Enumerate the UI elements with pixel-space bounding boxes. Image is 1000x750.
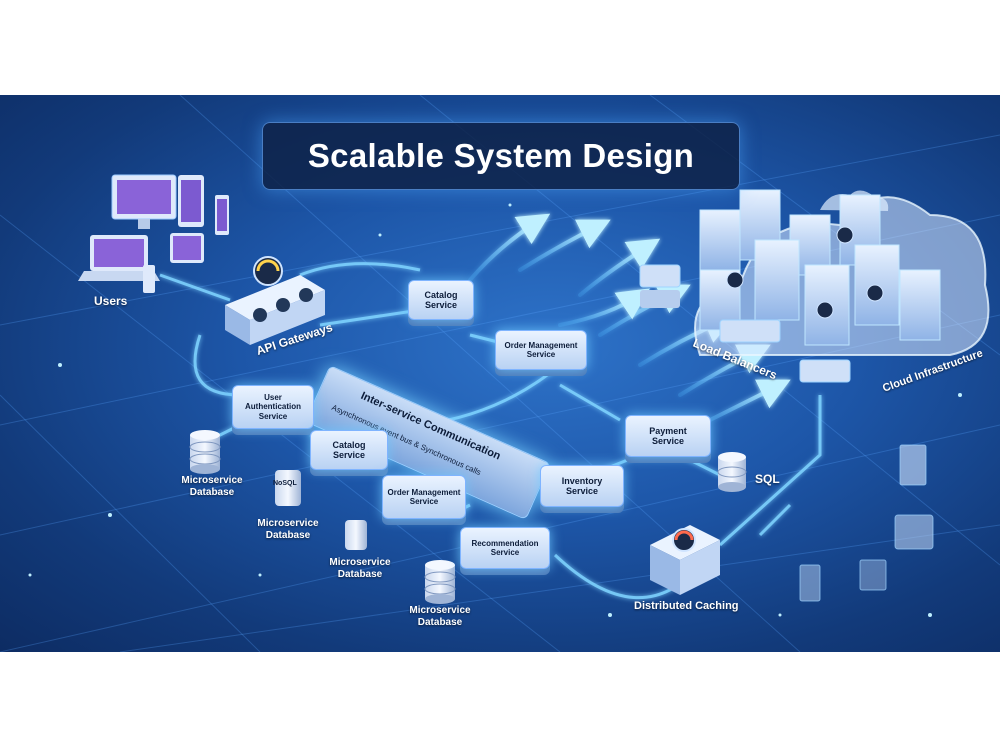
catalog-service-mid-label: Catalog Service [332, 439, 366, 460]
server-racks [699, 189, 941, 346]
catalog-service-top-label: Catalog Service [424, 289, 458, 310]
inventory-service: Inventory Service [540, 465, 624, 507]
recommendation-service: Recommendation Service [460, 527, 550, 569]
catalog-service-top: Catalog Service [408, 280, 474, 320]
user-devices [78, 174, 229, 293]
system-design-diagram: Scalable System Design Users API Gateway… [0, 95, 1000, 652]
user-auth-service-label: User Authentication Service [245, 393, 301, 421]
db-label-2: Microservice Database [257, 518, 319, 541]
recommendation-service-label: Recommendation Service [471, 538, 539, 557]
nosql-label: NoSQL [273, 480, 297, 487]
title-banner: Scalable System Design [262, 122, 740, 190]
load-balancer-units [639, 264, 851, 383]
order-service-top-label: Order Management Service [504, 340, 578, 359]
user-auth-service: User Authentication Service [232, 385, 314, 429]
side-servers [799, 444, 934, 602]
order-service-top: Order Management Service [495, 330, 587, 370]
catalog-service-mid: Catalog Service [310, 430, 388, 470]
order-service-mid: Order Management Service [382, 475, 466, 519]
payment-service: Payment Service [625, 415, 711, 457]
distributed-caching-label: Distributed Caching [634, 600, 739, 612]
sql-label: SQL [755, 472, 780, 486]
users-label: Users [94, 294, 128, 308]
payment-service-label: Payment Service [649, 425, 687, 446]
api-gateway-block [225, 256, 325, 345]
cache-stack [650, 525, 720, 595]
sparkles [28, 203, 962, 617]
diagram-title: Scalable System Design [307, 137, 695, 174]
db-label-3: Microservice Database [329, 557, 391, 580]
db-label-4: Microservice Database [409, 605, 471, 628]
inventory-service-label: Inventory Service [561, 475, 603, 496]
database-cylinders [189, 430, 747, 604]
db-label-1: Microservice Database [181, 475, 243, 498]
order-service-mid-label: Order Management Service [387, 487, 461, 506]
